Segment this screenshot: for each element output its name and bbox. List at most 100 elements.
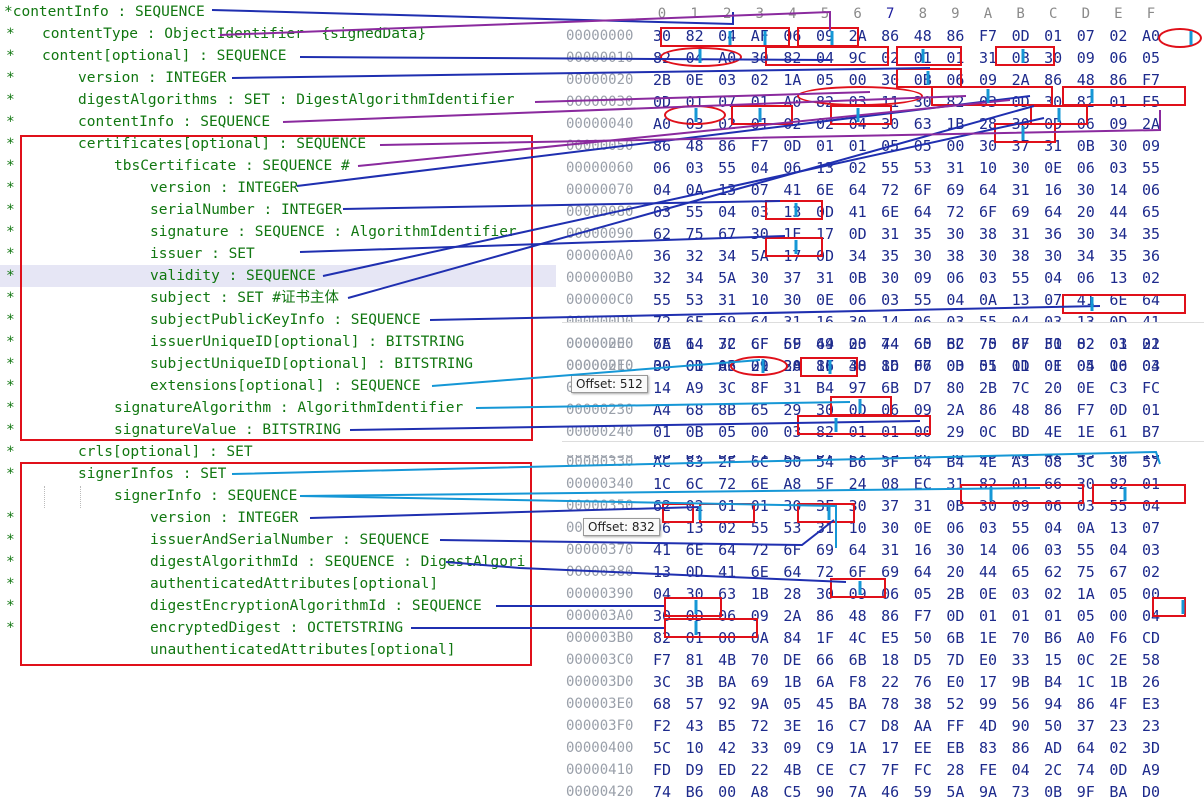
hex-byte[interactable]: 30 <box>783 357 802 375</box>
hex-byte[interactable]: 42 <box>718 739 737 757</box>
hex-byte[interactable]: 5A <box>718 269 737 287</box>
hex-byte[interactable]: 0C <box>978 423 998 441</box>
hex-byte[interactable]: CD <box>1141 629 1161 647</box>
hex-byte[interactable]: 00 <box>1109 607 1128 625</box>
hex-byte[interactable]: 01 <box>946 49 965 67</box>
hex-byte[interactable]: 02 <box>1109 739 1128 757</box>
hex-byte[interactable]: 02 <box>1141 269 1161 287</box>
hex-byte[interactable]: 06 <box>1109 49 1128 67</box>
hex-byte[interactable]: 68 <box>652 695 672 713</box>
hex-byte[interactable]: 1A <box>1076 585 1095 603</box>
hex-byte[interactable]: 92 <box>718 695 737 713</box>
hex-byte[interactable]: 02 <box>881 49 900 67</box>
hex-byte[interactable]: 48 <box>848 607 867 625</box>
hex-byte[interactable]: 43 <box>685 717 704 735</box>
hex-byte[interactable]: 64 <box>1076 739 1095 757</box>
hex-byte[interactable]: 30 <box>978 247 998 265</box>
hex-byte[interactable]: 04 <box>1141 357 1161 375</box>
hex-byte[interactable]: 74 <box>652 783 672 801</box>
hex-byte[interactable]: 1D <box>1011 357 1030 375</box>
hex-byte[interactable]: 6E <box>750 475 769 493</box>
hex-byte[interactable]: 72 <box>750 541 769 559</box>
hex-byte[interactable]: 6F <box>978 203 998 221</box>
hex-byte[interactable]: 75 <box>978 335 998 353</box>
hex-byte[interactable]: 2F <box>718 453 737 471</box>
hex-byte[interactable]: 22 <box>750 761 769 779</box>
hex-byte[interactable]: 59 <box>913 783 932 801</box>
hex-byte[interactable]: B5 <box>718 717 737 735</box>
hex-byte[interactable]: A8 <box>750 783 769 801</box>
hex-byte[interactable]: 02 <box>1076 335 1095 353</box>
hex-byte[interactable]: 31 <box>1011 225 1030 243</box>
hex-byte[interactable]: 31 <box>946 159 965 177</box>
hex-byte[interactable]: 03 <box>946 357 965 375</box>
hex-byte[interactable]: 44 <box>978 563 998 581</box>
hex-byte[interactable]: 86 <box>881 607 900 625</box>
hex-byte[interactable]: 9A <box>750 695 769 713</box>
hex-byte[interactable]: 00 <box>718 629 737 647</box>
hex-byte[interactable]: 05 <box>913 137 932 155</box>
hex-byte[interactable]: 03 <box>1109 159 1128 177</box>
hex-byte[interactable]: 0B <box>685 423 704 441</box>
hex-byte[interactable]: 30 <box>1109 453 1128 471</box>
hex-byte[interactable]: 06 <box>913 357 932 375</box>
hex-byte[interactable]: 06 <box>1011 541 1030 559</box>
hex-byte[interactable]: 17 <box>881 739 900 757</box>
hex-byte[interactable]: 30 <box>881 269 900 287</box>
hex-byte[interactable]: 55 <box>913 291 932 309</box>
hex-byte[interactable]: 03 <box>652 203 672 221</box>
hex-byte[interactable]: 0A <box>750 629 769 647</box>
hex-byte[interactable]: 33 <box>750 739 769 757</box>
hex-byte[interactable]: 86 <box>881 357 900 375</box>
hex-byte[interactable]: 30 <box>652 607 672 625</box>
hex-byte[interactable]: 00 <box>1109 357 1128 375</box>
hex-byte[interactable]: D0 <box>1141 783 1161 801</box>
hex-byte[interactable]: 03 <box>718 71 737 89</box>
hex-byte[interactable]: 30 <box>1044 247 1063 265</box>
hex-byte[interactable]: 30 <box>978 497 998 515</box>
hex-byte[interactable]: 0D <box>1109 761 1128 779</box>
hex-byte[interactable]: 76 <box>913 673 932 691</box>
hex-byte[interactable]: 2B <box>652 71 672 89</box>
hex-byte[interactable]: 86 <box>1011 739 1030 757</box>
hex-byte[interactable]: 00 <box>946 137 965 155</box>
hex-byte[interactable]: 34 <box>1109 225 1128 243</box>
hex-byte[interactable]: 86 <box>1076 695 1095 713</box>
hex-byte[interactable]: F6 <box>1109 629 1128 647</box>
hex-byte[interactable]: 09 <box>1076 49 1095 67</box>
hex-byte[interactable]: 62 <box>652 225 672 243</box>
hex-byte[interactable]: 07 <box>1076 27 1095 45</box>
hex-byte[interactable]: 2A <box>783 357 802 375</box>
hex-byte[interactable]: 9F <box>1076 783 1095 801</box>
hex-byte[interactable]: 64 <box>848 541 867 559</box>
hex-byte[interactable]: 36 <box>652 247 672 265</box>
hex-byte[interactable]: 41 <box>718 563 737 581</box>
hex-byte[interactable]: 04 <box>652 181 672 199</box>
hex-byte[interactable]: 3F <box>881 453 900 471</box>
hex-byte[interactable]: 90 <box>815 783 835 801</box>
hex-byte[interactable]: 83 <box>685 453 704 471</box>
hex-byte[interactable]: 01 <box>1011 357 1030 375</box>
hex-byte[interactable]: 05 <box>1076 607 1095 625</box>
hex-byte[interactable]: 03 <box>1076 497 1095 515</box>
hex-byte[interactable]: 04 <box>718 203 737 221</box>
hex-byte[interactable]: 05 <box>783 695 802 713</box>
hex-byte[interactable]: 06 <box>1044 497 1063 515</box>
hex-byte[interactable]: 90 <box>783 453 802 471</box>
hex-byte[interactable]: 65 <box>1141 203 1161 221</box>
hex-byte[interactable]: AC <box>652 453 672 471</box>
hex-byte[interactable]: 02 <box>848 159 867 177</box>
hex-byte[interactable]: 7C <box>1011 379 1030 397</box>
hex-byte[interactable]: 86 <box>1109 71 1128 89</box>
hex-byte[interactable]: 02 <box>750 71 769 89</box>
hex-byte[interactable]: 70 <box>978 335 998 353</box>
hex-byte[interactable]: CE <box>815 761 835 779</box>
hex-byte[interactable]: 37 <box>1076 717 1095 735</box>
hex-byte[interactable]: 6E <box>652 335 672 353</box>
hex-byte[interactable]: 4E <box>978 453 998 471</box>
hex-byte[interactable]: 16 <box>815 717 835 735</box>
hex-byte[interactable]: 02 <box>1044 585 1063 603</box>
hex-byte[interactable]: 14 <box>978 541 998 559</box>
hex-byte[interactable]: 4F <box>1109 695 1128 713</box>
hex-byte[interactable]: 7A <box>652 335 672 353</box>
